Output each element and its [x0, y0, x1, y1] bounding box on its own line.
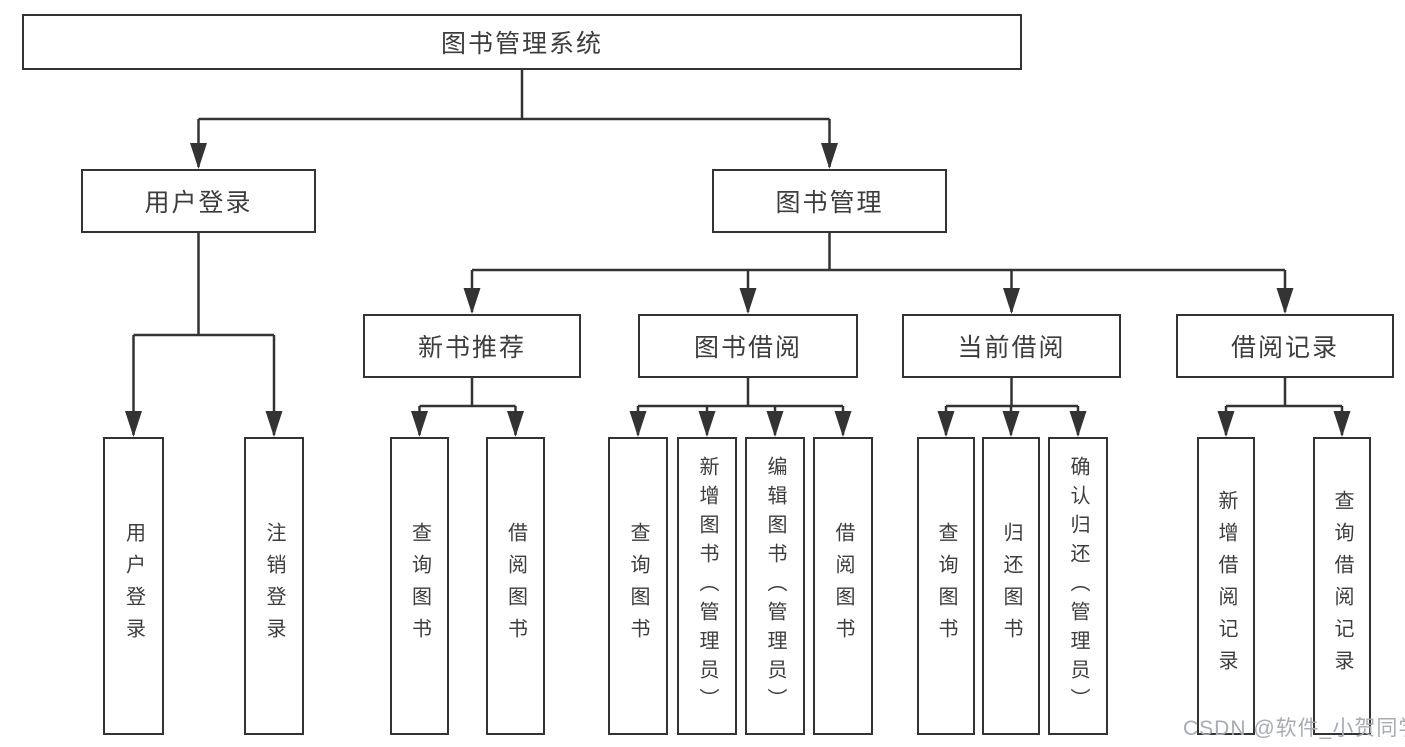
- node-add-book-admin: 新增图书（管理员）: [677, 437, 737, 735]
- node-label: 用户登录: [122, 522, 145, 650]
- node-library-management-system: 图书管理系统: [22, 14, 1022, 70]
- node-label: 新增图书（管理员）: [696, 455, 718, 717]
- node-user-login-leaf: 用户登录: [103, 437, 164, 735]
- node-current-borrow: 当前借阅: [902, 314, 1121, 378]
- connector-user-login: [125, 233, 283, 437]
- node-label: 借阅记录: [1230, 334, 1339, 362]
- node-label: 查询图书: [408, 522, 431, 650]
- connector-book-borrow: [629, 378, 852, 437]
- node-add-borrow-record: 新增借阅记录: [1197, 437, 1255, 735]
- csdn-watermark: CSDN @软件_小贺同学: [1183, 717, 1405, 740]
- connector-root: [190, 70, 838, 169]
- connector-current-borrow: [937, 378, 1087, 437]
- node-label: 归还图书: [1000, 522, 1022, 650]
- node-label: 查询图书: [935, 522, 957, 650]
- node-label: 编辑图书（管理员）: [764, 455, 786, 717]
- node-label: 注销登录: [263, 522, 285, 650]
- node-borrow-books-recommend: 借阅图书: [486, 437, 545, 735]
- node-query-books-recommend: 查询图书: [390, 437, 449, 735]
- node-label: 图书借阅: [693, 334, 802, 362]
- node-query-books-current: 查询图书: [917, 437, 975, 735]
- node-query-borrow-record: 查询借阅记录: [1313, 437, 1371, 735]
- node-borrow-records: 借阅记录: [1176, 314, 1394, 378]
- connector-book-management: [463, 233, 1294, 314]
- node-label: 查询图书: [627, 522, 649, 650]
- node-user-login: 用户登录: [81, 169, 316, 233]
- node-label: 确认归还（管理员）: [1067, 455, 1089, 717]
- node-label: 新增借阅记录: [1215, 490, 1237, 682]
- node-label: 用户登录: [144, 189, 253, 217]
- node-label: 新书推荐: [417, 334, 526, 362]
- node-label: 当前借阅: [957, 334, 1066, 362]
- node-book-borrow: 图书借阅: [638, 314, 858, 378]
- node-logout-leaf: 注销登录: [244, 437, 304, 735]
- node-book-management: 图书管理: [712, 169, 947, 233]
- node-confirm-return-admin: 确认归还（管理员）: [1048, 437, 1108, 735]
- node-label: 查询借阅记录: [1331, 490, 1353, 682]
- connector-new-book-recommend: [411, 378, 524, 437]
- node-label: 图书管理系统: [440, 30, 603, 58]
- connector-borrow-records: [1217, 378, 1351, 437]
- node-query-books-borrow: 查询图书: [608, 437, 668, 735]
- node-borrow-books-leaf: 借阅图书: [813, 437, 873, 735]
- node-label: 借阅图书: [832, 522, 854, 650]
- node-edit-book-admin: 编辑图书（管理员）: [745, 437, 805, 735]
- node-label: 图书管理: [775, 189, 884, 217]
- node-return-books: 归还图书: [982, 437, 1040, 735]
- node-new-book-recommend: 新书推荐: [363, 314, 581, 378]
- node-label: 借阅图书: [504, 522, 527, 650]
